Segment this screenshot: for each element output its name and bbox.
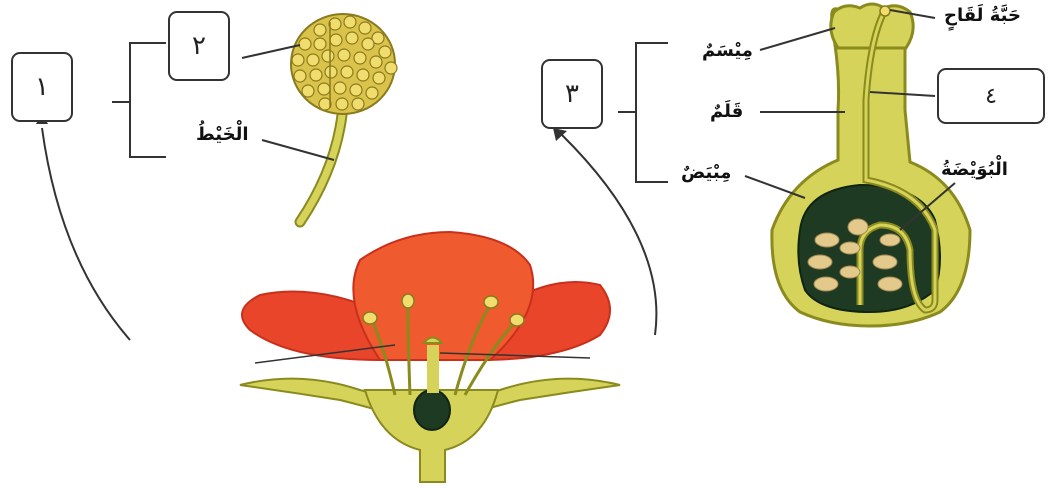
label-box-3: ٣ — [541, 59, 603, 129]
flower-illustration — [240, 232, 620, 482]
label-ovary: مِبْيَضٌ — [681, 162, 731, 183]
box-3-text: ٣ — [565, 79, 579, 109]
label-filament: الْخَيْطُ — [196, 124, 249, 145]
label-pollen-grain: حَبَّةُ لَقَاحٍ — [944, 5, 1021, 26]
label-box-1: ١ — [11, 52, 73, 122]
pollen-grain-dot — [880, 6, 890, 16]
label-ovule: الْبُوَيْضَةُ — [941, 159, 1008, 180]
stamen-illustration — [291, 14, 397, 222]
label-box-4: ٤ — [937, 68, 1045, 124]
label-stigma: مِيْسَمٌ — [702, 40, 753, 61]
box-2-text: ٢ — [192, 31, 206, 61]
box-4-text: ٤ — [985, 84, 997, 109]
arrowheads — [36, 113, 567, 141]
label-style: قَلَمٌ — [710, 101, 743, 122]
label-box-2: ٢ — [168, 11, 230, 81]
box-1-text: ١ — [35, 72, 49, 102]
